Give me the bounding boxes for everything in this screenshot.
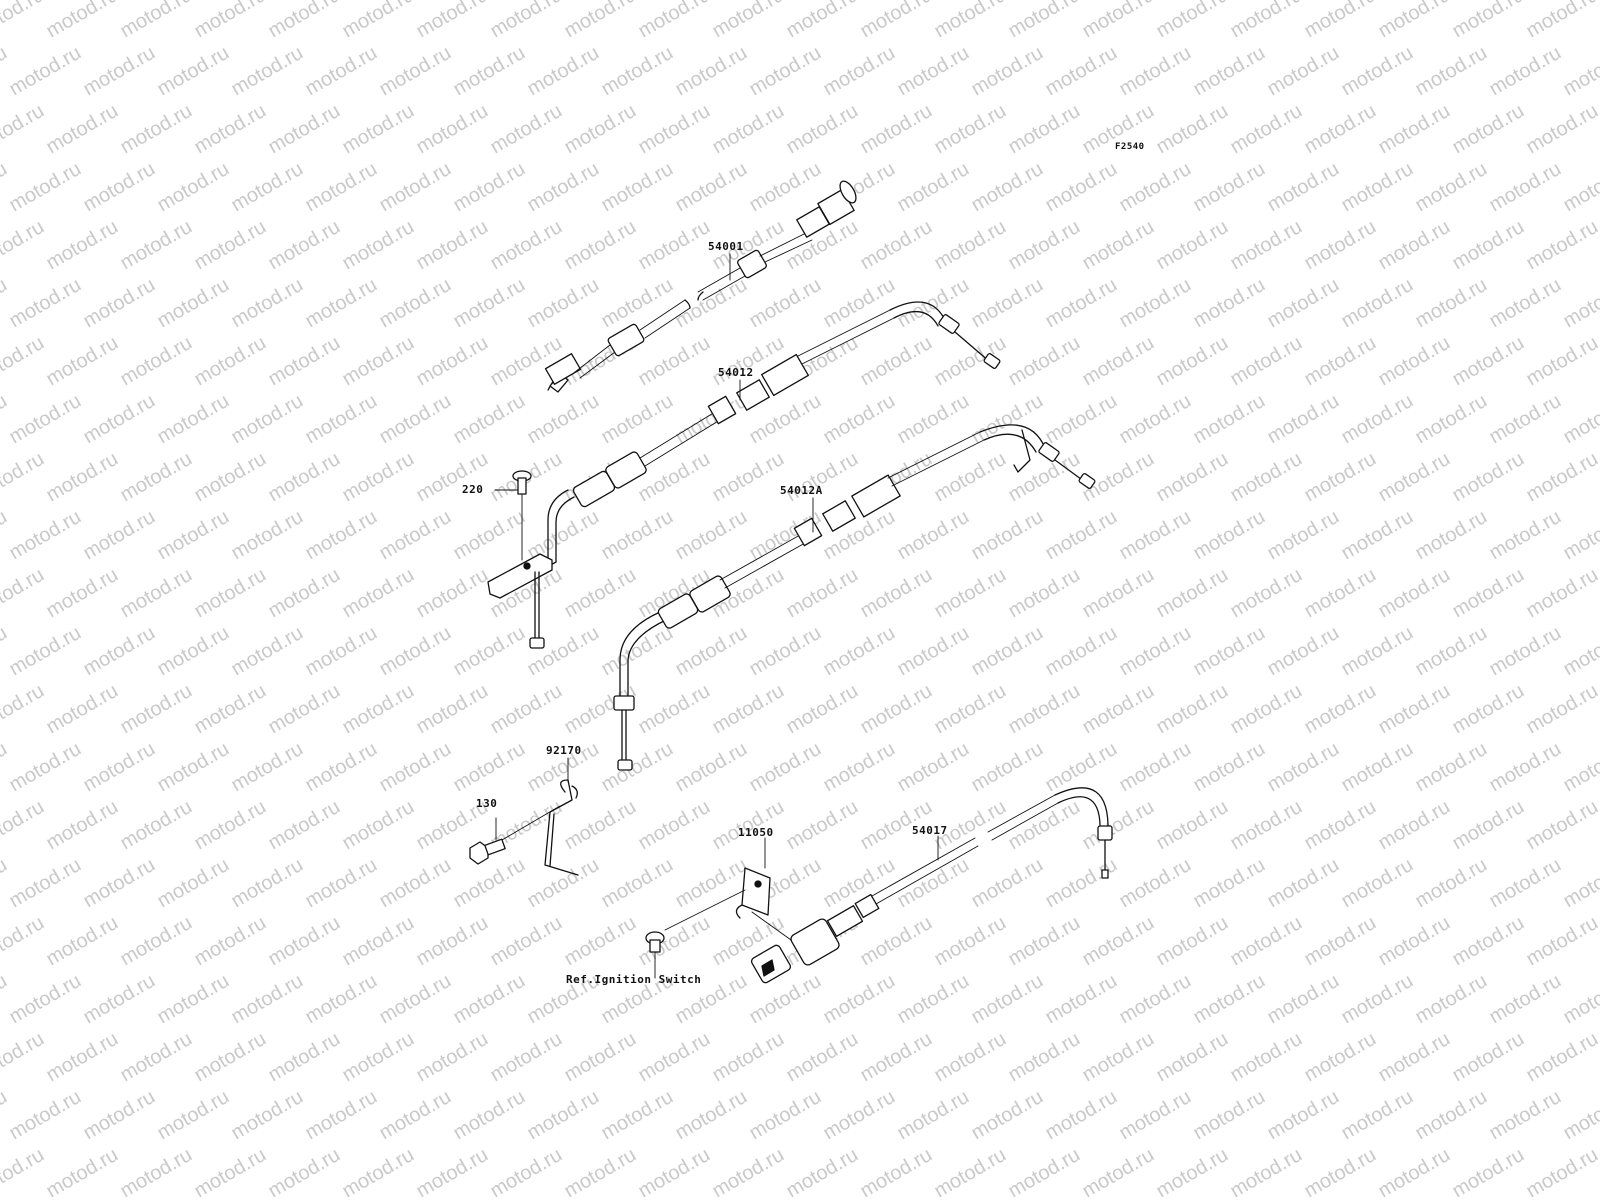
label-54012[interactable]: 54012 bbox=[718, 366, 754, 379]
label-54001[interactable]: 54001 bbox=[708, 240, 744, 253]
label-220[interactable]: 220 bbox=[462, 483, 484, 496]
throttle-cable-decel[interactable] bbox=[613, 424, 1096, 771]
label-11050[interactable]: 11050 bbox=[738, 826, 774, 839]
label-92170[interactable]: 92170 bbox=[546, 744, 582, 757]
figure-code: F2540 bbox=[1115, 142, 1145, 152]
reference-note: Ref.Ignition Switch bbox=[566, 973, 702, 986]
bolt-130[interactable] bbox=[469, 805, 561, 865]
bracket-92170[interactable] bbox=[544, 779, 579, 876]
holder-11050[interactable] bbox=[664, 867, 806, 951]
leader-lines bbox=[494, 253, 939, 869]
speedometer-cable[interactable] bbox=[544, 179, 860, 393]
label-130[interactable]: 130 bbox=[476, 797, 498, 810]
throttle-cable-accel[interactable] bbox=[487, 301, 1001, 649]
label-54017[interactable]: 54017 bbox=[912, 824, 948, 837]
bolt-220[interactable] bbox=[512, 470, 532, 561]
choke-cable[interactable] bbox=[750, 787, 1113, 984]
screw-ref[interactable] bbox=[645, 931, 665, 979]
watermark-text: motod.ru bbox=[1597, 0, 1600, 42]
label-54012A[interactable]: 54012A bbox=[780, 484, 823, 497]
